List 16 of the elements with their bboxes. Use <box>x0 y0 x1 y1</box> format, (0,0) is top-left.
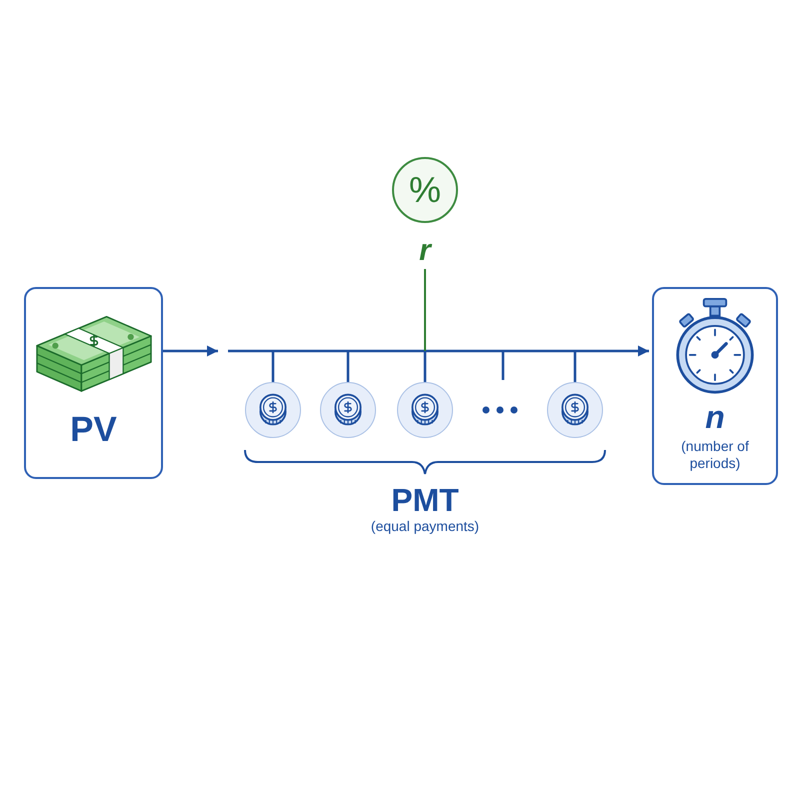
period-card <box>652 287 778 485</box>
percent-sign: % <box>408 172 441 208</box>
variable-label: PV <box>70 412 117 447</box>
variable-label: PMT <box>391 484 459 516</box>
value-card <box>24 287 163 479</box>
connector-line <box>424 269 426 351</box>
variable-label: r <box>419 233 431 269</box>
tick-line <box>346 352 350 382</box>
arrow <box>163 346 218 356</box>
description-text: (number of periods) <box>680 438 750 472</box>
caption-text: (equal payments) <box>370 518 480 535</box>
tick-line <box>574 352 576 382</box>
tick-line <box>272 352 274 382</box>
variable-label: n <box>705 400 725 434</box>
timeline-arrow <box>228 346 649 356</box>
tick-line <box>424 352 426 382</box>
